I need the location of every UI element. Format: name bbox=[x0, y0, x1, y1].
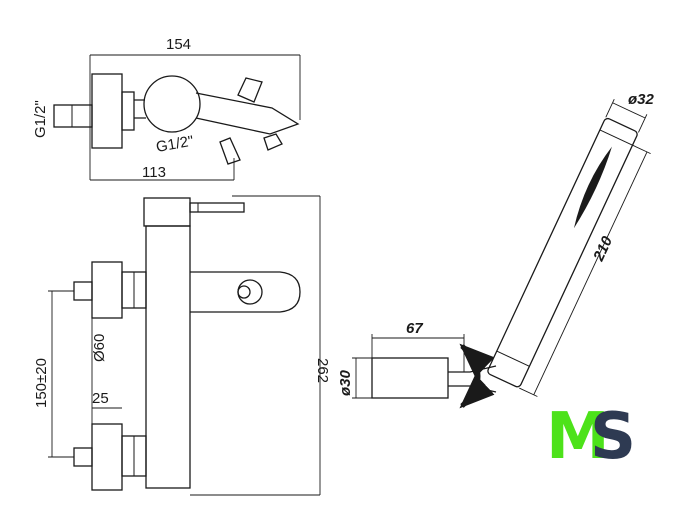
holder-arm bbox=[448, 365, 497, 393]
mixer-body-top bbox=[143, 75, 201, 133]
lever-front bbox=[143, 197, 191, 227]
spout-front bbox=[190, 271, 301, 313]
label-25: 25 bbox=[92, 390, 109, 407]
label-67: 67 bbox=[406, 320, 423, 337]
ms-logo: M S bbox=[546, 400, 638, 474]
front-view: 262 150±20 Ø60 25 bbox=[33, 195, 331, 496]
rotation-arrow-icon bbox=[459, 343, 495, 409]
handshower-handle bbox=[487, 117, 638, 388]
top-view: 154 113 G1/2" G1/2" bbox=[32, 36, 301, 181]
lever-top bbox=[237, 77, 263, 103]
holder-body bbox=[371, 357, 449, 399]
lower-flange bbox=[91, 423, 123, 491]
label-154: 154 bbox=[166, 36, 191, 53]
dim-line-32 bbox=[612, 102, 646, 119]
label-dia30: ø30 bbox=[337, 369, 354, 396]
upper-flange bbox=[91, 261, 123, 319]
spout-top bbox=[195, 92, 300, 135]
label-150: 150±20 bbox=[33, 358, 50, 408]
label-thread-left: G1/2" bbox=[32, 100, 49, 138]
outlet-top bbox=[219, 137, 241, 165]
dim-line-210 bbox=[533, 151, 648, 396]
hand-shower: 67 ø30 210 ø32 bbox=[337, 91, 655, 409]
label-210: 210 bbox=[590, 233, 617, 264]
label-262: 262 bbox=[314, 358, 331, 383]
flange-block bbox=[91, 73, 123, 149]
label-113: 113 bbox=[142, 164, 166, 181]
inlet-pipe bbox=[53, 104, 93, 128]
logo-letter-s: S bbox=[590, 400, 632, 474]
label-thread-outlet: G1/2" bbox=[155, 133, 195, 156]
mixer-body-front bbox=[145, 225, 191, 489]
label-dia60: Ø60 bbox=[91, 334, 108, 362]
spray-face bbox=[573, 146, 612, 229]
label-dia32: ø32 bbox=[628, 91, 655, 108]
logo-letter-m: M bbox=[546, 400, 604, 474]
